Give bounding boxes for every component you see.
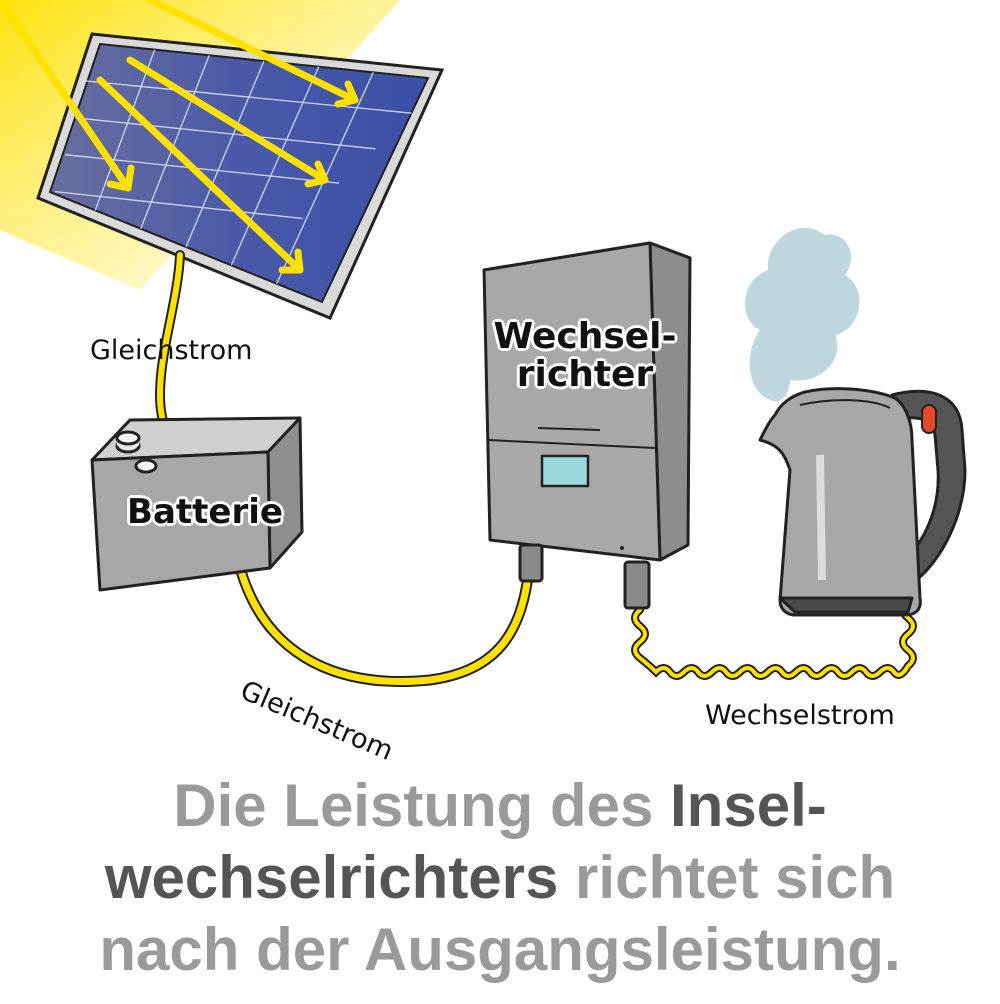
- caption-part-4: richtet sich: [558, 844, 896, 911]
- inverter-label-line1: Wechsel-: [493, 316, 677, 357]
- dc-label-top: Gleichstrom: [90, 335, 253, 366]
- steam-icon: [745, 227, 860, 402]
- caption-line-3: nach der Ausgangsleistung.: [0, 914, 1000, 986]
- caption-part-1: Die Leistung des: [173, 772, 671, 839]
- battery-icon: [90, 416, 304, 592]
- inverter-label-line2: richter: [516, 353, 654, 395]
- kettle-icon: [758, 387, 967, 617]
- solar-panel-icon: [36, 32, 445, 320]
- caption-part-2: Insel-: [670, 772, 827, 839]
- ac-label: Wechselstrom: [705, 700, 895, 731]
- caption-part-3: wechselrichters: [104, 844, 559, 911]
- caption: Die Leistung des Insel- wechselrichters …: [0, 770, 1000, 986]
- inverter-label: Wechsel- richter: [480, 318, 690, 394]
- caption-line-2: wechselrichters richtet sich: [0, 842, 1000, 914]
- sun-rays-icon: [0, 0, 359, 274]
- caption-part-5: nach der Ausgangsleistung.: [99, 916, 901, 983]
- battery-label: Batterie: [127, 492, 283, 532]
- wires: [154, 250, 917, 687]
- caption-line-1: Die Leistung des Insel-: [0, 770, 1000, 842]
- inverter-icon: [482, 241, 692, 610]
